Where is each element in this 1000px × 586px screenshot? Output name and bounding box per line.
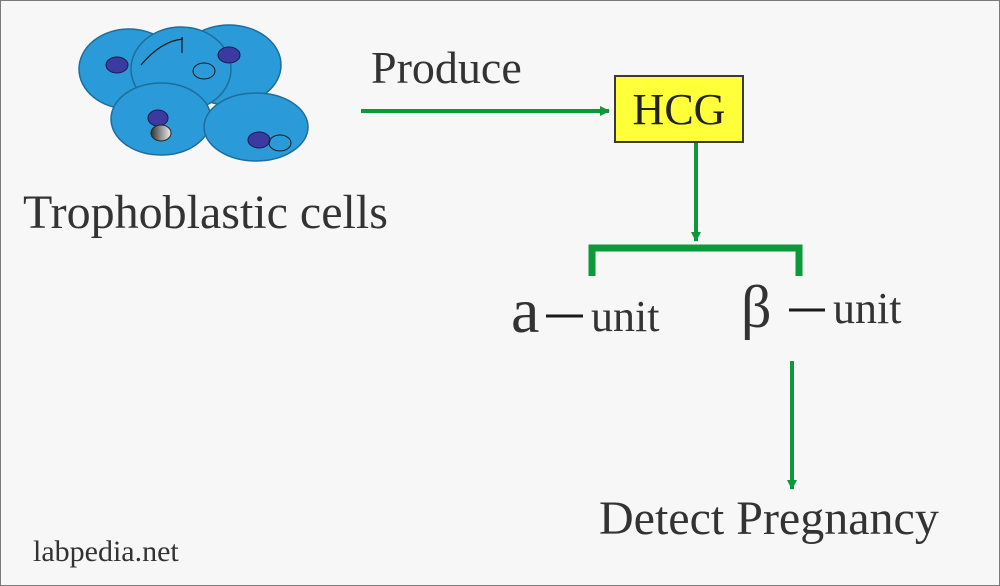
cell-membrane-line: [140, 38, 184, 66]
beta-symbol: β: [741, 274, 772, 340]
site-watermark: labpedia.net: [33, 535, 179, 568]
subunit-bracket: [588, 244, 803, 276]
hcg-box: HCG: [614, 75, 744, 143]
hcg-label: HCG: [632, 84, 726, 134]
trophoblastic-cells-label: Trophoblastic cells: [23, 186, 388, 239]
beta-unit-label: unit: [833, 284, 902, 333]
nucleus-icon: [147, 109, 169, 127]
detect-pregnancy-label: Detect Pregnancy: [599, 492, 939, 545]
nucleus-icon: [247, 131, 271, 149]
vesicle-icon: [192, 62, 216, 80]
alpha-unit-label: unit: [591, 292, 660, 341]
trophoblastic-cells-icon: [78, 24, 309, 162]
cell-body: [203, 92, 309, 162]
nucleus-icon: [105, 56, 129, 74]
nucleus-icon: [217, 46, 241, 64]
produce-label: Produce: [371, 42, 522, 93]
alpha-symbol: a: [511, 275, 540, 346]
vacuole-icon: [150, 124, 172, 142]
vesicle-icon: [268, 134, 292, 152]
